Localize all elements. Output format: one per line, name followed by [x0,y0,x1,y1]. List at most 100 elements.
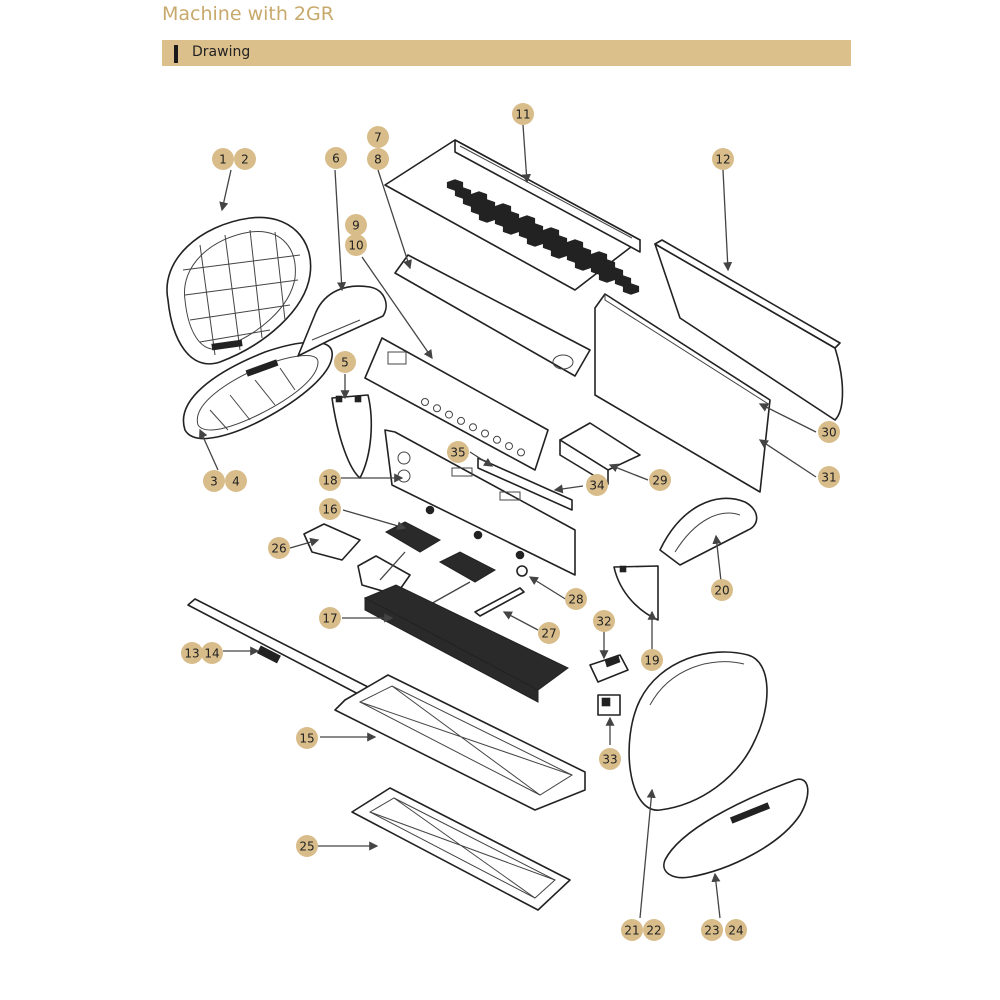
callout-16: 16 [319,498,341,520]
callout-24: 24 [725,919,747,941]
callout-14: 14 [201,642,223,664]
svg-text:1: 1 [219,153,227,167]
svg-text:6: 6 [332,152,340,166]
callout-5: 5 [334,351,356,373]
svg-text:34: 34 [589,479,604,493]
callout-13: 13 [181,642,203,664]
svg-text:9: 9 [352,219,360,233]
svg-text:19: 19 [644,654,659,668]
drip-guard-26 [303,523,361,561]
page-title: Machine with 2GR [162,3,334,25]
callout-31: 31 [818,466,840,488]
control-panel [364,337,549,471]
svg-text:21: 21 [624,924,639,938]
svg-text:23: 23 [704,924,719,938]
callout-19: 19 [641,649,663,671]
svg-text:29: 29 [652,474,667,488]
callout-25: 25 [296,835,318,857]
svg-text:7: 7 [374,131,382,145]
svg-text:31: 31 [821,471,836,485]
svg-text:11: 11 [515,108,530,122]
callout-20: 20 [711,579,733,601]
callout-1: 1 [212,148,234,170]
svg-text:33: 33 [602,753,617,767]
callout-33: 33 [599,748,621,770]
svg-text:5: 5 [341,356,349,370]
side-cover-right [628,651,768,811]
callout-23: 23 [701,919,723,941]
callout-21: 21 [621,919,643,941]
svg-text:15: 15 [299,732,314,746]
callout-7: 7 [367,126,389,148]
rail-34 [477,457,573,511]
callout-6: 6 [325,147,347,169]
section-header-bar: Drawing [162,40,851,66]
section-marker [174,45,178,63]
svg-text:20: 20 [714,584,729,598]
callout-9: 9 [345,214,367,236]
handle-rod [474,587,525,617]
drip-tray [334,674,586,811]
callout-28: 28 [565,588,587,610]
side-shell-lower-right [663,778,809,879]
callout-22: 22 [643,919,665,941]
svg-text:26: 26 [271,542,286,556]
svg-text:8: 8 [374,153,382,167]
side-bracket-left [331,394,373,479]
clip-32 [589,654,629,683]
callout-32: 32 [593,610,615,632]
side-bracket-right [613,565,659,621]
top-cover-cup-tray [384,139,641,295]
side-grille-left [166,216,312,365]
callout-2: 2 [234,148,256,170]
svg-text:16: 16 [322,503,337,517]
svg-text:3: 3 [210,475,218,489]
svg-text:18: 18 [322,474,337,488]
section-title: Drawing [192,44,251,60]
callout-3: 3 [203,470,225,492]
callout-11: 11 [512,103,534,125]
callout-18: 18 [319,469,341,491]
callout-4: 4 [225,470,247,492]
svg-text:2: 2 [241,153,249,167]
callout-30: 30 [818,421,840,443]
side-shell-lower-left [182,341,333,440]
svg-text:32: 32 [596,615,611,629]
callout-27: 27 [538,622,560,644]
bracket-29 [559,422,641,485]
callout-17: 17 [319,607,341,629]
callout-29: 29 [649,469,671,491]
svg-text:13: 13 [184,647,199,661]
svg-text:10: 10 [348,239,363,253]
callout-15: 15 [296,727,318,749]
side-panel-right [659,497,758,566]
connector-33 [597,694,621,716]
callout-26: 26 [268,537,290,559]
foot-28 [516,565,528,577]
callout-10: 10 [345,234,367,256]
back-cover-panel [654,239,844,421]
svg-text:4: 4 [232,475,240,489]
svg-text:22: 22 [646,924,661,938]
svg-text:35: 35 [450,446,465,460]
callout-34: 34 [586,474,608,496]
drip-grid [363,584,569,703]
tray-bottom [351,787,571,911]
leader-lines [199,124,817,919]
callout-12: 12 [712,148,734,170]
svg-text:12: 12 [715,153,730,167]
svg-text:27: 27 [541,627,556,641]
svg-text:30: 30 [821,426,836,440]
svg-text:24: 24 [728,924,743,938]
svg-text:17: 17 [322,612,337,626]
svg-text:25: 25 [299,840,314,854]
svg-text:28: 28 [568,593,583,607]
side-panel-6 [297,285,387,357]
callout-8: 8 [367,148,389,170]
frame-plate [384,429,576,576]
svg-text:14: 14 [204,647,219,661]
callout-35: 35 [447,441,469,463]
